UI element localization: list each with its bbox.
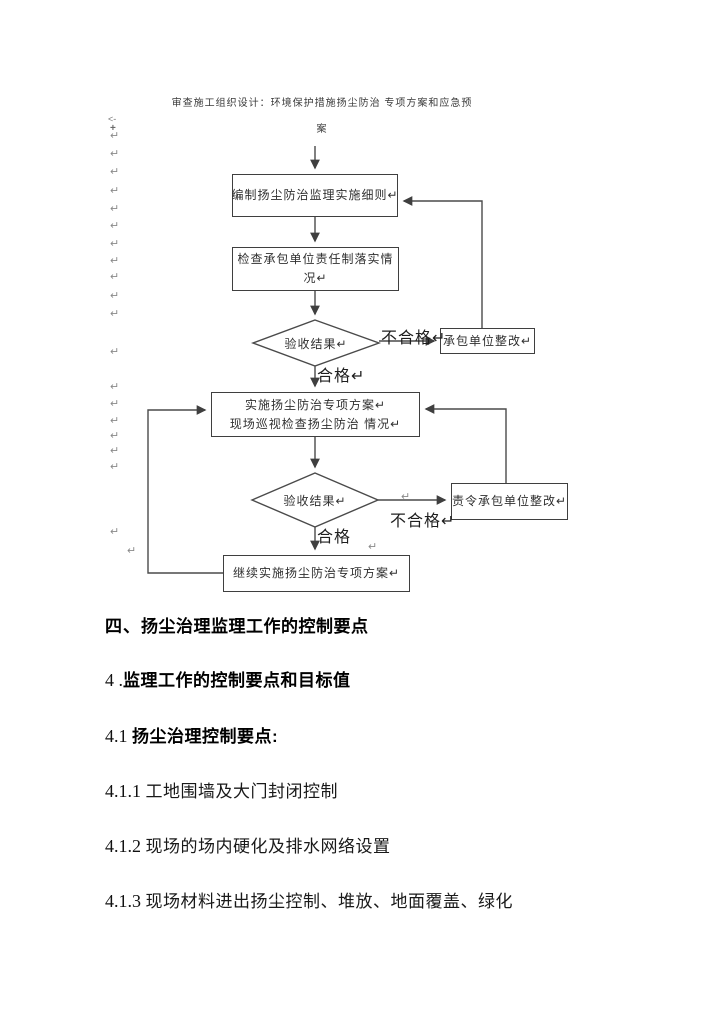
label-fail-2: 不合格↵ xyxy=(390,513,456,530)
heading-4-1-1-num: 4.1.1 xyxy=(105,781,146,801)
feedback-rectify2-to-implement xyxy=(424,404,507,483)
flow-box-contractor-rectify: 承包单位整改↵ xyxy=(440,328,535,354)
feedback-continue-to-implement xyxy=(147,405,223,574)
heading-4-1-1-text: 工地围墙及大门封闭控制 xyxy=(145,782,338,801)
feedback-rectify1-to-compile xyxy=(402,196,483,328)
return-mark-near-continue: ↵ xyxy=(368,541,378,553)
decision1-diamond xyxy=(250,319,382,367)
heading-4-1-1: 4.1.1 工地围墙及大门封闭控制 xyxy=(105,777,338,802)
paragraph-mark: ↵ xyxy=(110,203,120,215)
paragraph-mark: ↵ xyxy=(110,308,120,320)
flow-box-check-line1: 检查承包单位责任制落实情 xyxy=(237,252,394,266)
heading-section-four-num: 四、 xyxy=(105,617,141,636)
heading-section-four: 四、扬尘治理监理工作的控制要点 xyxy=(105,612,369,637)
paragraph-mark: ↵ xyxy=(110,290,120,302)
heading-4-1-3-text: 现场材料进出扬尘控制、堆放、地面覆盖、绿化 xyxy=(145,892,513,911)
label-fail-1: 不合格↵ xyxy=(381,330,447,347)
flow-box-implement-line1: 实施扬尘防治专项方案↵ xyxy=(244,397,387,412)
paragraph-mark: ↵ xyxy=(110,526,120,538)
heading-4-1-3-num: 4.1.3 xyxy=(105,891,146,911)
paragraph-mark: ↵ xyxy=(110,445,120,457)
flow-box-implement-plan: 实施扬尘防治专项方案↵ 现场巡视检查扬尘防治 情况↵ xyxy=(211,392,420,437)
flow-decision1-text: 验收结果↵ xyxy=(284,336,348,351)
heading-4-num: 4 . xyxy=(105,670,123,690)
heading-4-text: 监理工作的控制要点和目标值 xyxy=(123,671,351,690)
paragraph-mark: ↵ xyxy=(110,398,120,410)
heading-4-1-3: 4.1.3 现场材料进出扬尘控制、堆放、地面覆盖、绿化 xyxy=(105,887,513,912)
paragraph-mark: ↵ xyxy=(110,166,120,178)
paragraph-mark: ↵ xyxy=(110,430,120,442)
heading-4-1-num: 4.1 xyxy=(105,726,132,746)
paragraph-mark: ↵ xyxy=(110,185,120,197)
flow-box-contractor-rectify-text: 承包单位整改↵ xyxy=(442,333,533,348)
paragraph-mark: ↵ xyxy=(110,255,120,267)
flow-box-check-responsibility: 检查承包单位责任制落实情 况↵ xyxy=(232,247,399,291)
flow-box-order-rectify: 责令承包单位整改↵ xyxy=(451,483,568,520)
doc-title-line1: 审查施工组织设计：环境保护措施扬尘防治 专项方案和应急预 xyxy=(171,98,473,109)
return-mark-on-arrow: ↵ xyxy=(401,491,411,503)
flow-box-order-rectify-text: 责令承包单位整改↵ xyxy=(451,494,568,508)
paragraph-mark: ↵ xyxy=(110,271,120,283)
flow-box-compile-rules: 编制扬尘防治监理实施细则↵ xyxy=(231,174,399,217)
doc-title-line2: 案 xyxy=(316,124,328,135)
heading-section-four-text: 扬尘治理监理工作的控制要点 xyxy=(141,617,369,636)
paragraph-mark: ↵ xyxy=(110,461,120,473)
heading-4-1: 4.1 扬尘治理控制要点: xyxy=(105,722,278,747)
paragraph-mark: ↵ xyxy=(110,148,120,160)
margin-left-arrow-mark: <- xyxy=(108,114,117,124)
paragraph-mark: ↵ xyxy=(110,238,120,250)
flow-box-implement-line2: 现场巡视检查扬尘防治 情况↵ xyxy=(229,416,402,431)
label-pass-2: 合格 xyxy=(317,529,352,546)
label-pass-1: 合格↵ xyxy=(317,368,366,385)
heading-4-1-text: 扬尘治理控制要点: xyxy=(132,727,279,746)
paragraph-mark: ↵ xyxy=(110,220,120,232)
flow-box-continue-plan: 继续实施扬尘防治专项方案↵ xyxy=(223,555,410,592)
flow-box-compile-rules-text: 编制扬尘防治监理实施细则↵ xyxy=(231,188,399,202)
margin-plus-mark: + xyxy=(110,123,116,134)
heading-4: 4 .监理工作的控制要点和目标值 xyxy=(105,666,351,691)
heading-4-1-2-text: 现场的场内硬化及排水网络设置 xyxy=(145,837,391,856)
paragraph-mark: ↵ xyxy=(110,381,120,393)
paragraph-mark: ↵ xyxy=(110,130,120,142)
heading-4-1-2-num: 4.1.2 xyxy=(105,836,146,856)
flow-decision2-text: 验收结果↵ xyxy=(283,493,347,508)
paragraph-mark: ↵ xyxy=(110,415,120,427)
flow-box-continue-plan-text: 继续实施扬尘防治专项方案↵ xyxy=(232,566,401,580)
heading-4-1-2: 4.1.2 现场的场内硬化及排水网络设置 xyxy=(105,832,391,857)
paragraph-mark: ↵ xyxy=(127,545,137,557)
flow-box-check-line2: 况↵ xyxy=(303,271,328,285)
flowchart-graphics xyxy=(147,146,507,574)
paragraph-mark: ↵ xyxy=(110,346,120,358)
decision2-diamond xyxy=(250,472,380,528)
